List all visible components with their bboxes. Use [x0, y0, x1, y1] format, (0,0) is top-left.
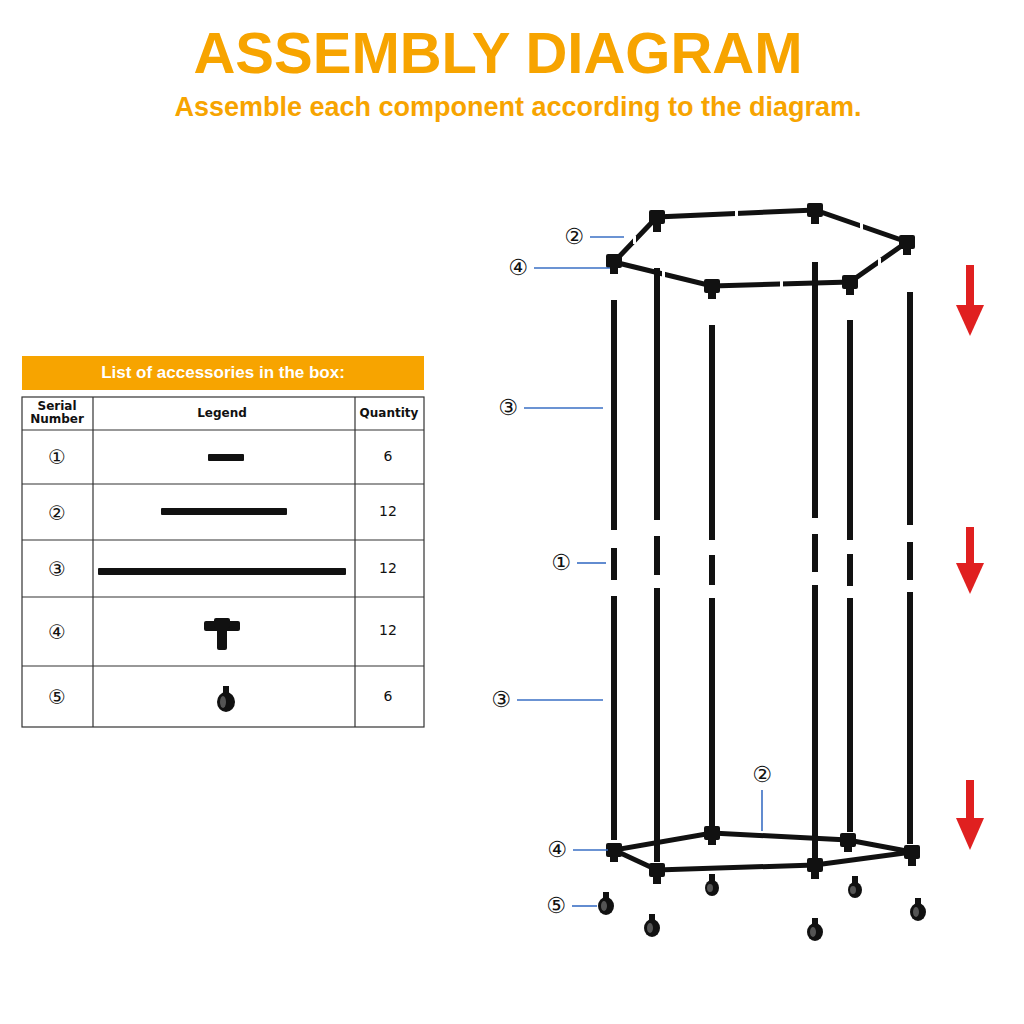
callout-number: ③	[498, 396, 518, 420]
serial-number: ④	[48, 621, 66, 643]
callout-number: ③	[491, 688, 511, 712]
part-icons	[98, 454, 346, 712]
callout-number: ⑤	[546, 894, 566, 918]
column-header: Serial Number	[26, 400, 88, 426]
leader-lines	[517, 237, 762, 906]
callout-number: ①	[551, 551, 571, 575]
header-text: List of accessories in the box:	[101, 363, 345, 383]
subtitle: Assemble each component according to the…	[174, 93, 861, 123]
quantity: 6	[384, 689, 393, 704]
parts-table-grid	[22, 397, 424, 727]
vertical-poles	[614, 262, 910, 862]
serial-number: ③	[48, 558, 66, 580]
column-header: Legend	[197, 407, 247, 420]
serial-number: ⑤	[48, 686, 66, 708]
bottom-frame	[606, 826, 920, 884]
quantity: 6	[384, 449, 393, 464]
callout-number: ②	[752, 763, 772, 787]
callout-number: ④	[508, 256, 528, 280]
direction-arrows	[956, 265, 984, 850]
quantity: 12	[379, 623, 397, 638]
serial-number: ②	[48, 502, 66, 524]
caster-wheels	[598, 874, 926, 941]
table-header-bar: List of accessories in the box:	[22, 356, 424, 390]
page-title: ASSEMBLY DIAGRAM	[193, 19, 802, 86]
callout-number: ②	[564, 225, 584, 249]
callout-number: ④	[547, 838, 567, 862]
quantity: 12	[379, 561, 397, 576]
column-header: Quantity	[360, 407, 419, 420]
quantity: 12	[379, 504, 397, 519]
serial-number: ①	[48, 446, 66, 468]
top-frame	[606, 203, 915, 299]
